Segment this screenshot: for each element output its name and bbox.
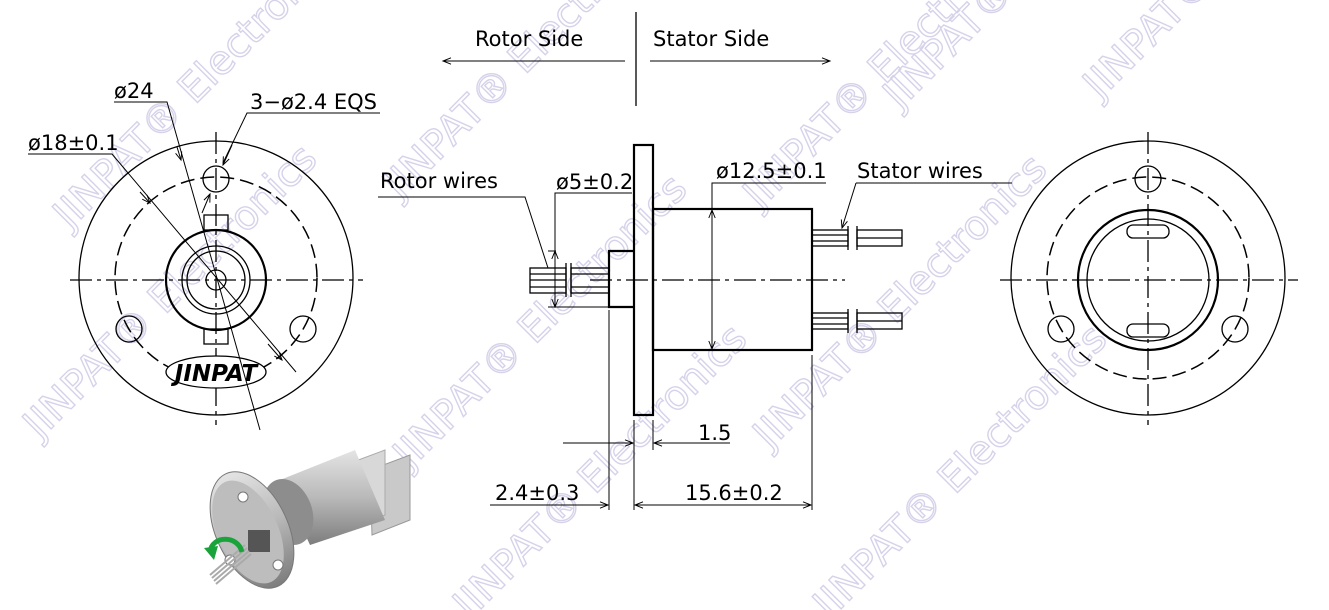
svg-text:JINPAT: JINPAT: [171, 361, 260, 387]
jinpat-logo: JINPAT: [165, 355, 267, 389]
dim-shaft-diameter: ø5±0.2: [556, 170, 633, 194]
watermark: JINPAT® Electronics: [42, 0, 356, 239]
stator-side-label: Stator Side: [653, 27, 769, 51]
rotor-wires-label: Rotor wires: [380, 169, 498, 193]
mount-hole: [115, 315, 143, 343]
rotor-side-label: Rotor Side: [475, 27, 583, 51]
watermarks: JINPAT® Electronics JINPAT® Electronics …: [12, 0, 1329, 610]
side-indicator: Rotor Side Stator Side: [441, 12, 832, 106]
dim-holes: 3−ø2.4 EQS: [250, 90, 377, 114]
side-view: Rotor wires Stator wires ø5±0.2 ø12.5±0.…: [378, 143, 1012, 510]
dim-body-diameter: ø12.5±0.1: [716, 159, 827, 183]
dim-shaft-length: 2.4±0.3: [495, 481, 579, 505]
mount-hole: [1134, 165, 1162, 193]
mount-hole: [1047, 315, 1075, 343]
watermark: JINPAT® Electronics: [12, 136, 326, 450]
rotor-end-view: JINPAT ø24 3−ø2.4 EQS ø18±0.1: [28, 79, 380, 431]
mount-hole: [202, 165, 230, 193]
product-3d-render: [204, 449, 411, 589]
stator-wires-label: Stator wires: [857, 159, 983, 183]
dim-outer-diameter: ø24: [114, 79, 154, 103]
watermark: JINPAT® Electronics: [1072, 0, 1329, 109]
dim-body-length: 15.6±0.2: [685, 481, 783, 505]
mount-hole: [1221, 315, 1249, 343]
stator-end-view: [1000, 132, 1298, 425]
mount-hole: [289, 315, 317, 343]
dim-bolt-circle: ø18±0.1: [28, 131, 119, 155]
stator-wire-bundle: [811, 226, 903, 333]
dim-flange-thickness: 1.5: [698, 421, 731, 445]
